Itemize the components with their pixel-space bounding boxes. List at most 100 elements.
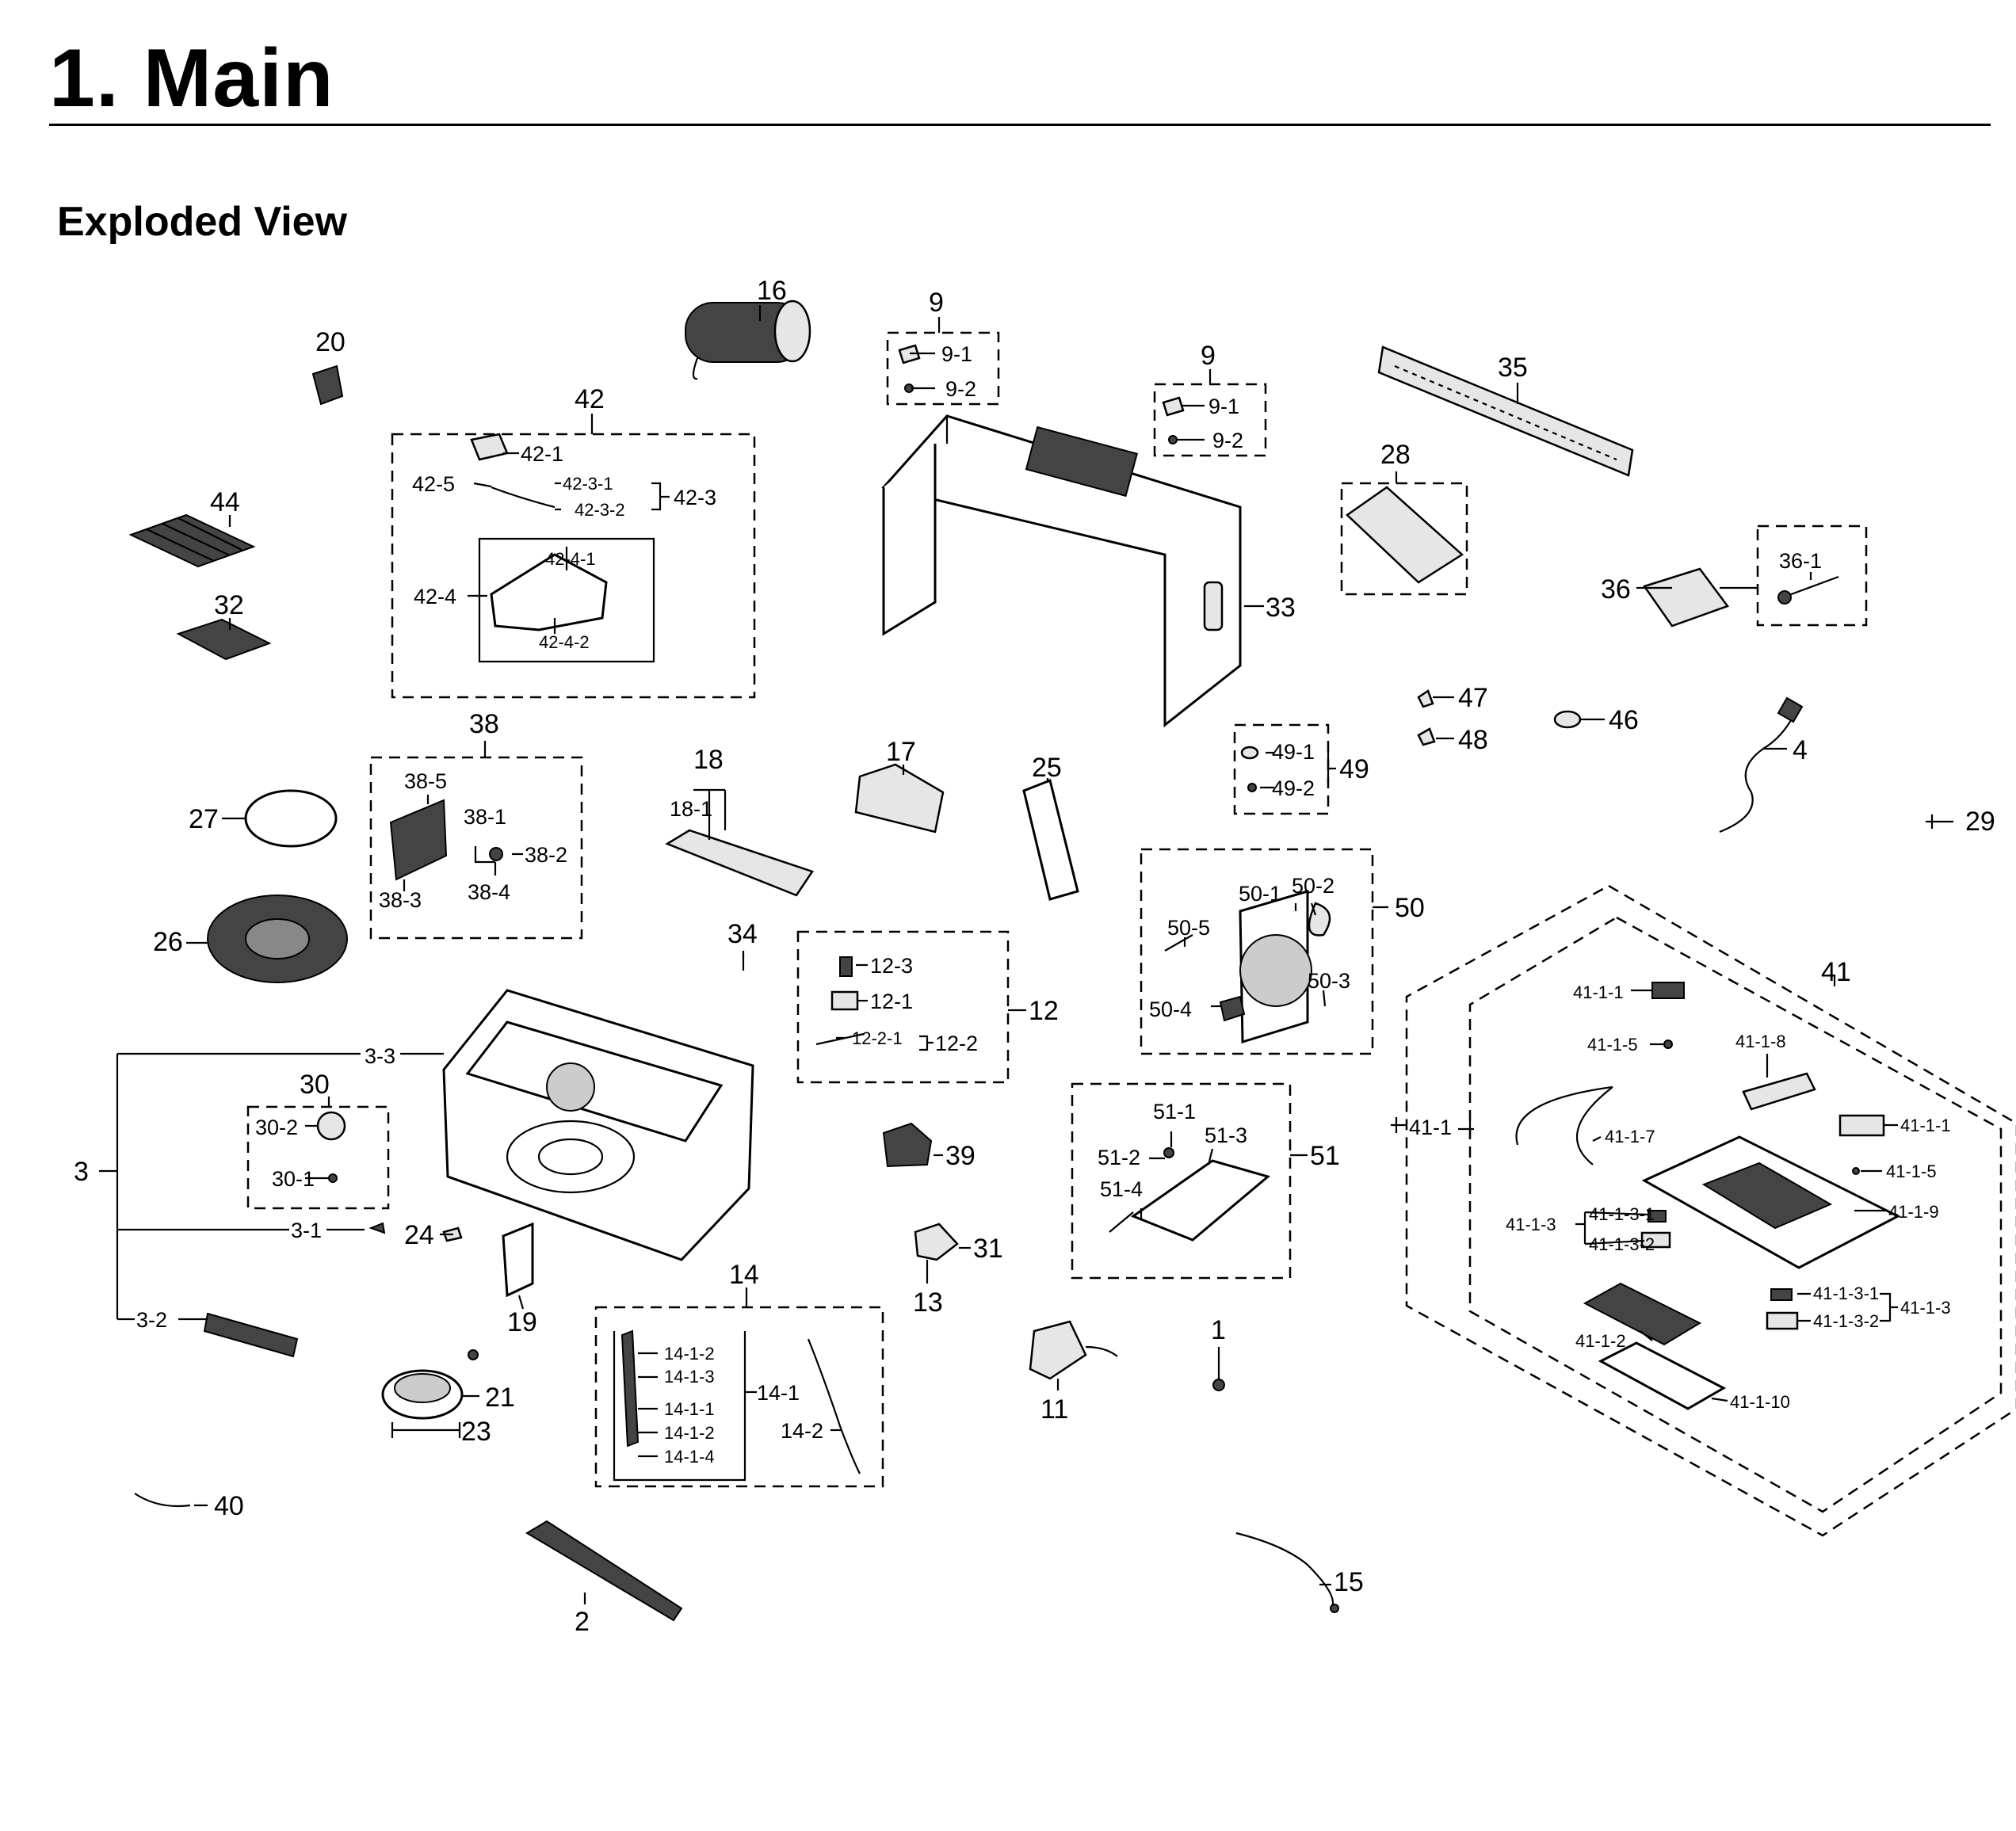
label-50-2: 50-2 — [1292, 874, 1334, 898]
part-31-13 — [914, 1223, 959, 1261]
part-29 — [1926, 814, 1953, 829]
label-14: 14 — [729, 1260, 759, 1290]
part-41-1-1a — [1651, 982, 1685, 999]
part-41-1-5b — [1852, 1167, 1860, 1175]
label-41-1: 41-1 — [1409, 1116, 1452, 1139]
group-box-14 — [594, 1306, 884, 1488]
label-38-5: 38-5 — [404, 769, 447, 793]
part-47 — [1417, 689, 1434, 708]
group-box-41-inner — [1468, 916, 2003, 1513]
part-51-tray — [1109, 1147, 1271, 1242]
label-1: 1 — [1211, 1315, 1226, 1345]
part-12-1 — [830, 990, 859, 1011]
label-14-1-2a: 14-1-2 — [664, 1344, 715, 1364]
part-42-4 — [490, 553, 608, 631]
label-9-2b: 9-2 — [1212, 429, 1243, 452]
part-36 — [1642, 567, 1730, 627]
label-11: 11 — [1040, 1394, 1068, 1425]
label-42-3-2: 42-3-2 — [575, 500, 625, 520]
part-41-1-5a — [1663, 1039, 1673, 1049]
part-3-2-bar — [203, 1312, 299, 1358]
label-40: 40 — [214, 1491, 244, 1521]
label-9-1b: 9-1 — [1208, 395, 1239, 418]
label-50-1: 50-1 — [1239, 882, 1281, 906]
part-18 — [665, 829, 814, 897]
label-9a: 9 — [929, 288, 944, 318]
label-38: 38 — [469, 709, 499, 739]
label-36-1: 36-1 — [1779, 549, 1822, 573]
label-29: 29 — [1965, 807, 1995, 837]
group-box-51 — [1071, 1082, 1292, 1280]
label-50-3: 50-3 — [1308, 969, 1350, 993]
label-33: 33 — [1266, 593, 1296, 623]
part-11-transformer — [1029, 1320, 1118, 1380]
part-2-bar — [525, 1520, 683, 1622]
part-38-duct — [389, 799, 448, 881]
group-box-36 — [1756, 525, 1868, 627]
part-49-2 — [1247, 783, 1257, 792]
label-42-4-1: 42-4-1 — [545, 549, 596, 569]
part-3-1 — [368, 1222, 386, 1234]
part-40-wire — [134, 1493, 191, 1508]
label-3-3: 3-3 — [365, 1044, 395, 1068]
label-16: 16 — [757, 276, 787, 306]
label-41-1-2: 41-1-2 — [1575, 1331, 1626, 1351]
part-30-2 — [316, 1111, 346, 1141]
part-21-screw — [468, 1349, 479, 1360]
label-38-2: 38-2 — [525, 843, 567, 867]
part-4-cord — [1719, 712, 1796, 833]
label-12: 12 — [1029, 996, 1059, 1026]
part-41-1-2-mesh — [1583, 1282, 1702, 1346]
label-26: 26 — [153, 927, 183, 957]
part-41-1-8 — [1742, 1072, 1816, 1111]
group-box-38 — [369, 756, 583, 940]
part-41-1-3-2b — [1766, 1311, 1799, 1330]
part-19-plate — [502, 1222, 534, 1298]
part-12-2 — [815, 1032, 865, 1046]
label-42-4: 42-4 — [414, 585, 456, 608]
label-14-1-1: 14-1-1 — [664, 1399, 715, 1419]
label-9-2a: 9-2 — [945, 377, 976, 401]
label-3: 3 — [74, 1157, 89, 1187]
label-42-4-2: 42-4-2 — [539, 632, 590, 652]
part-36-1 — [1786, 575, 1839, 597]
label-41-1-8: 41-1-8 — [1735, 1032, 1786, 1051]
label-41-1-9: 41-1-9 — [1888, 1202, 1939, 1222]
label-20: 20 — [315, 327, 346, 357]
part-21-motor — [381, 1369, 464, 1420]
label-41-1-1a: 41-1-1 — [1573, 982, 1624, 1002]
label-9-1a: 9-1 — [941, 342, 972, 366]
part-9-1b — [1162, 396, 1185, 417]
label-50-5: 50-5 — [1167, 916, 1210, 940]
label-48: 48 — [1458, 725, 1488, 755]
part-50-fan — [1164, 889, 1331, 1044]
label-21: 21 — [485, 1383, 515, 1413]
label-41-1-3-2b: 41-1-3-2 — [1813, 1311, 1879, 1331]
label-17: 17 — [886, 737, 916, 767]
part-15-wire — [1235, 1532, 1334, 1609]
label-49-2: 49-2 — [1272, 776, 1315, 800]
label-30-1: 30-1 — [272, 1167, 315, 1191]
part-16-fan-motor — [685, 299, 811, 380]
label-23: 23 — [461, 1417, 491, 1447]
part-9-1a — [898, 344, 921, 364]
label-12-1: 12-1 — [870, 990, 913, 1013]
part-17 — [854, 763, 945, 833]
group-box-12 — [796, 930, 1010, 1084]
label-41-1-10: 41-1-10 — [1730, 1392, 1790, 1412]
label-14-1: 14-1 — [757, 1381, 800, 1405]
label-51: 51 — [1310, 1141, 1340, 1171]
label-51-2: 51-2 — [1098, 1146, 1140, 1169]
part-39 — [882, 1122, 933, 1168]
label-36: 36 — [1601, 574, 1631, 605]
label-50-4: 50-4 — [1149, 998, 1192, 1021]
part-41-1-9-base — [1641, 1135, 1901, 1269]
label-51-3: 51-3 — [1205, 1123, 1247, 1147]
label-41-1-3-1b: 41-1-3-1 — [1813, 1284, 1879, 1303]
part-33-cabinet — [881, 414, 1242, 728]
part-25 — [1022, 778, 1079, 901]
label-38-1: 38-1 — [464, 805, 506, 829]
label-35: 35 — [1498, 353, 1528, 383]
group-box-9a — [886, 331, 1000, 406]
